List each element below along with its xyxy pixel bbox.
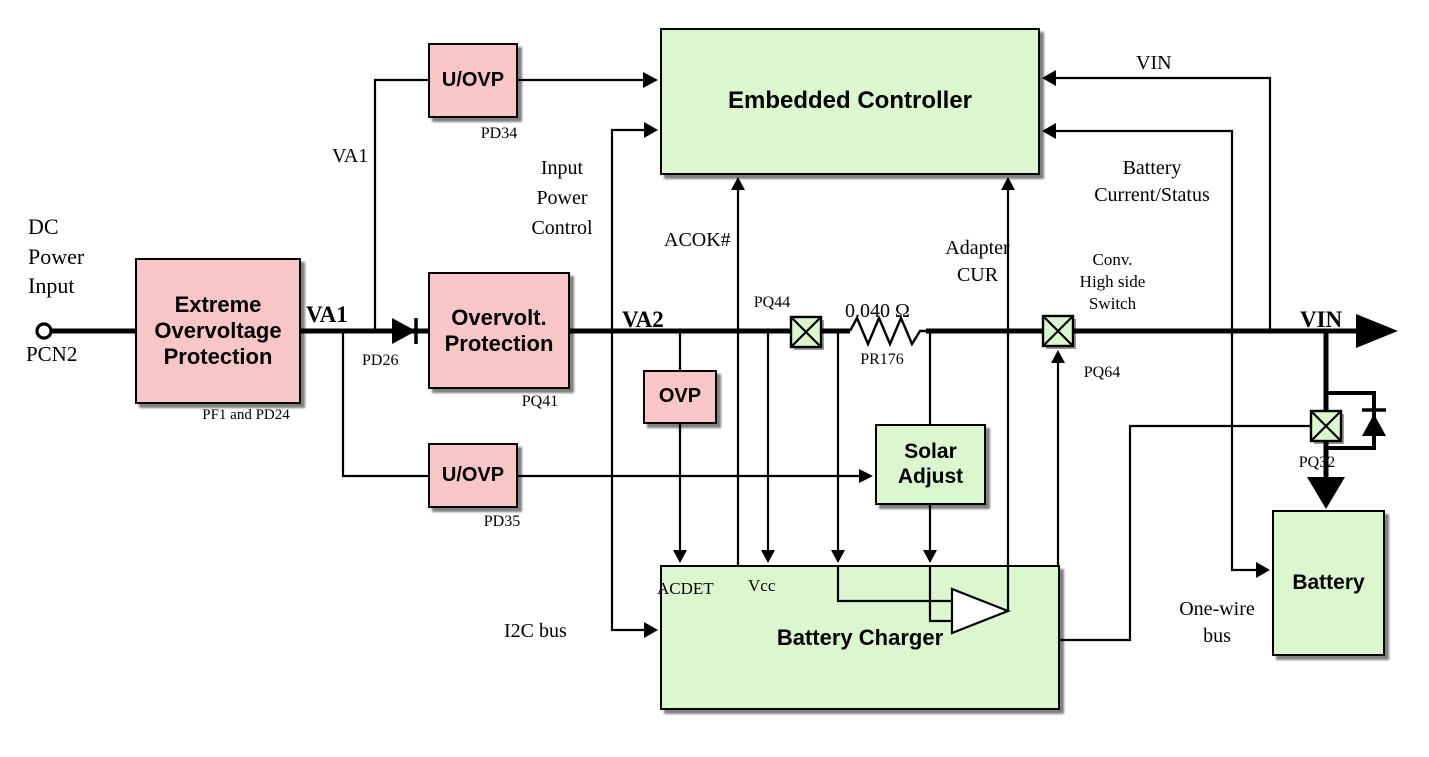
label-vcc: Vcc: [748, 576, 776, 595]
label-vin-top: VIN: [1136, 52, 1172, 74]
bypass-diode-symbol: [1362, 414, 1386, 436]
box-battery-charger-label: Battery Charger: [776, 624, 944, 650]
label-adapter-cur: Adapter CUR: [945, 237, 1010, 286]
box-solar-adjust-label: Solar Adjust: [897, 439, 964, 488]
dc-input-terminal: [35, 322, 53, 340]
label-i2c-bus: I2C bus: [504, 620, 567, 642]
wire-input-power-control-i2c: [610, 122, 658, 638]
bypass-diode-loop: [1326, 391, 1386, 450]
label-va1-branch: VA1: [332, 145, 369, 167]
wire-pq64-gate: [1051, 350, 1065, 565]
wire-vcc: [761, 331, 775, 563]
box-embedded-controller: Embedded Controller: [660, 28, 1040, 175]
box-uovp-pd35-label: U/OVP: [441, 463, 505, 486]
wire-acok: [731, 177, 745, 565]
label-va1: VA1: [306, 302, 348, 327]
label-sense-resistor-value: 0.040 Ω: [845, 300, 910, 322]
wire-pq32-gate: [1060, 424, 1311, 642]
mosfet-pq32-symbol: [1309, 409, 1344, 444]
box-overvolt-protection-label: Overvolt. Protection: [444, 304, 554, 356]
label-pr176: PR176: [860, 351, 904, 368]
box-uovp-pd34-label: U/OVP: [441, 68, 505, 91]
label-conv-high-side-switch: Conv. High side Switch: [1079, 250, 1146, 314]
box-ovp: OVP: [643, 370, 717, 424]
label-vin: VIN: [1300, 307, 1343, 332]
wire-uovp-pd34-to-ec: [518, 72, 658, 88]
label-pf1-pd24: PF1 and PD24: [202, 407, 290, 423]
box-extreme-overvoltage-protection: Extreme Overvoltage Protection: [135, 258, 301, 404]
wire-va2-to-ovp-acdet: [673, 331, 687, 563]
wire-va1-to-uovp-pd35: [341, 331, 428, 478]
wire-vin-to-ec: [1042, 70, 1272, 331]
label-input-power-control: Input Power Control: [531, 157, 593, 239]
box-overvolt-protection: Overvolt. Protection: [428, 272, 570, 389]
box-uovp-pd34: U/OVP: [428, 43, 518, 118]
wire-uovp-pd35-to-solar-adjust: [518, 469, 873, 483]
diode-pd26-symbol: [392, 318, 418, 344]
label-acdet: ACDET: [657, 579, 714, 598]
resistor-pr176-symbol: [848, 314, 926, 348]
wire-battery-status-one-wire: [1042, 123, 1270, 578]
box-embedded-controller-label: Embedded Controller: [727, 87, 973, 115]
mosfet-pq64-symbol: [1041, 314, 1076, 349]
label-pq44: PQ44: [753, 294, 791, 311]
label-pd34: PD34: [480, 125, 518, 142]
label-battery-current-status: Battery Current/Status: [1094, 157, 1210, 206]
box-extreme-overvoltage-protection-label: Extreme Overvoltage Protection: [154, 292, 282, 369]
battery-charge-path: [1307, 331, 1345, 509]
label-pd35: PD35: [483, 513, 521, 530]
label-pcn2: PCN2: [26, 342, 78, 366]
wire-adapter-cur: [1001, 177, 1015, 565]
label-one-wire-bus: One-wire bus: [1179, 598, 1255, 647]
label-pq32: PQ32: [1298, 454, 1336, 471]
label-dc-power-input: DC Power Input: [28, 214, 85, 299]
vin-arrowhead: [1356, 314, 1398, 348]
box-uovp-pd35: U/OVP: [428, 443, 518, 508]
label-acok: ACOK#: [664, 229, 731, 251]
label-pq64: PQ64: [1083, 364, 1121, 381]
label-pq41: PQ41: [521, 393, 559, 410]
box-solar-adjust: Solar Adjust: [875, 424, 986, 505]
label-va2: VA2: [622, 307, 664, 332]
wire-va1-to-uovp-pd34: [373, 78, 428, 331]
box-battery: Battery: [1272, 510, 1385, 656]
label-pd26: PD26: [362, 352, 399, 369]
wire-current-sense: [831, 331, 845, 563]
box-battery-label: Battery: [1292, 570, 1365, 594]
mosfet-pq44-symbol: [789, 315, 824, 350]
wire-solar-adjust-to-charger: [923, 505, 937, 563]
box-battery-charger: Battery Charger: [660, 565, 1060, 710]
box-ovp-label: OVP: [658, 385, 702, 408]
